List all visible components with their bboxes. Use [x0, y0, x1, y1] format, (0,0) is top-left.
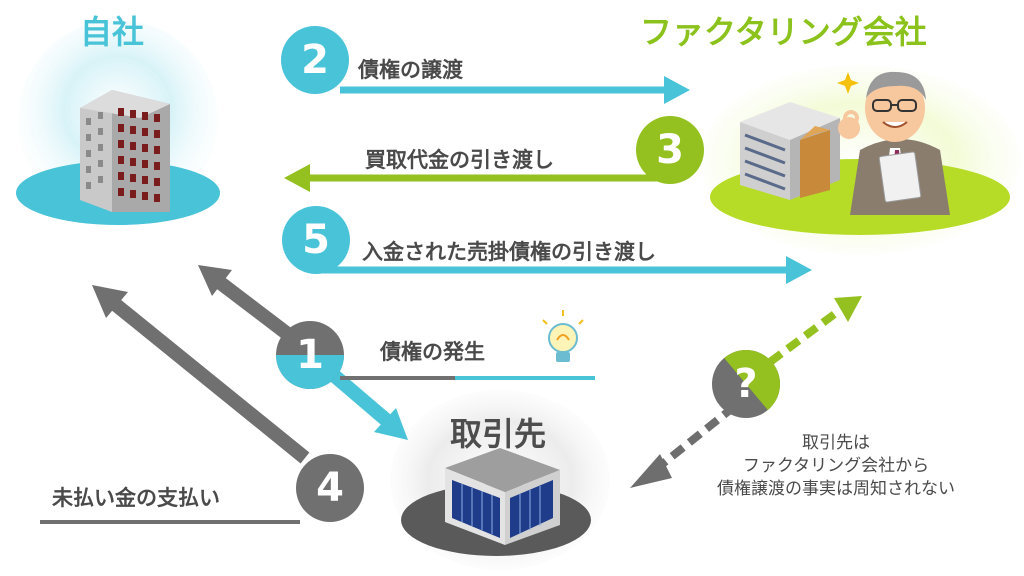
step-1-arrow — [198, 265, 595, 440]
note-text: 取引先は ファクタリング会社から 債権譲渡の事実は周知されない — [676, 432, 996, 501]
factoring-title: ファクタリング会社 — [640, 13, 927, 51]
unknown-arrow — [630, 296, 862, 488]
note-line-3: 債権譲渡の事実は周知されない — [717, 478, 955, 499]
office-building-icon — [80, 90, 170, 212]
company-title: 自社 — [80, 13, 145, 51]
step-5-badge — [282, 206, 350, 274]
step-1-label: 債権の発生 — [380, 340, 485, 364]
office-building-icon — [740, 102, 840, 200]
office-building-icon — [445, 448, 560, 545]
client-title: 取引先 — [450, 415, 547, 453]
step-3-label: 買取代金の引き渡し — [365, 148, 554, 172]
step-5-arrow — [318, 256, 812, 284]
step-1-badge — [276, 321, 344, 389]
note-line-1: 取引先は — [802, 433, 870, 453]
lightbulb-icon — [542, 310, 584, 362]
step-3-number: 3 — [656, 127, 684, 173]
step-4-label: 未払い金の支払い — [52, 486, 220, 510]
step-3-arrow — [284, 164, 665, 192]
company-node — [16, 20, 220, 225]
step-2-arrow — [340, 76, 690, 104]
step-1-number: 1 — [296, 332, 324, 378]
note-line-2: ファクタリング会社から — [742, 455, 930, 476]
businessman-icon — [837, 71, 950, 215]
unknown-symbol: ? — [734, 361, 758, 407]
step-2-badge — [281, 26, 349, 94]
step-3-badge — [636, 116, 704, 184]
client-node — [390, 390, 610, 570]
step-5-number: 5 — [302, 217, 330, 263]
factoring-node — [700, 65, 1020, 255]
step-4-number: 4 — [316, 465, 344, 511]
step-4-badge — [296, 454, 364, 522]
step-2-label: 債権の譲渡 — [358, 58, 463, 82]
step-2-number: 2 — [301, 37, 329, 83]
step-5-label: 入金された売掛債権の引き渡し — [362, 240, 656, 264]
step-4-arrow — [40, 285, 310, 524]
unknown-badge — [712, 350, 780, 418]
